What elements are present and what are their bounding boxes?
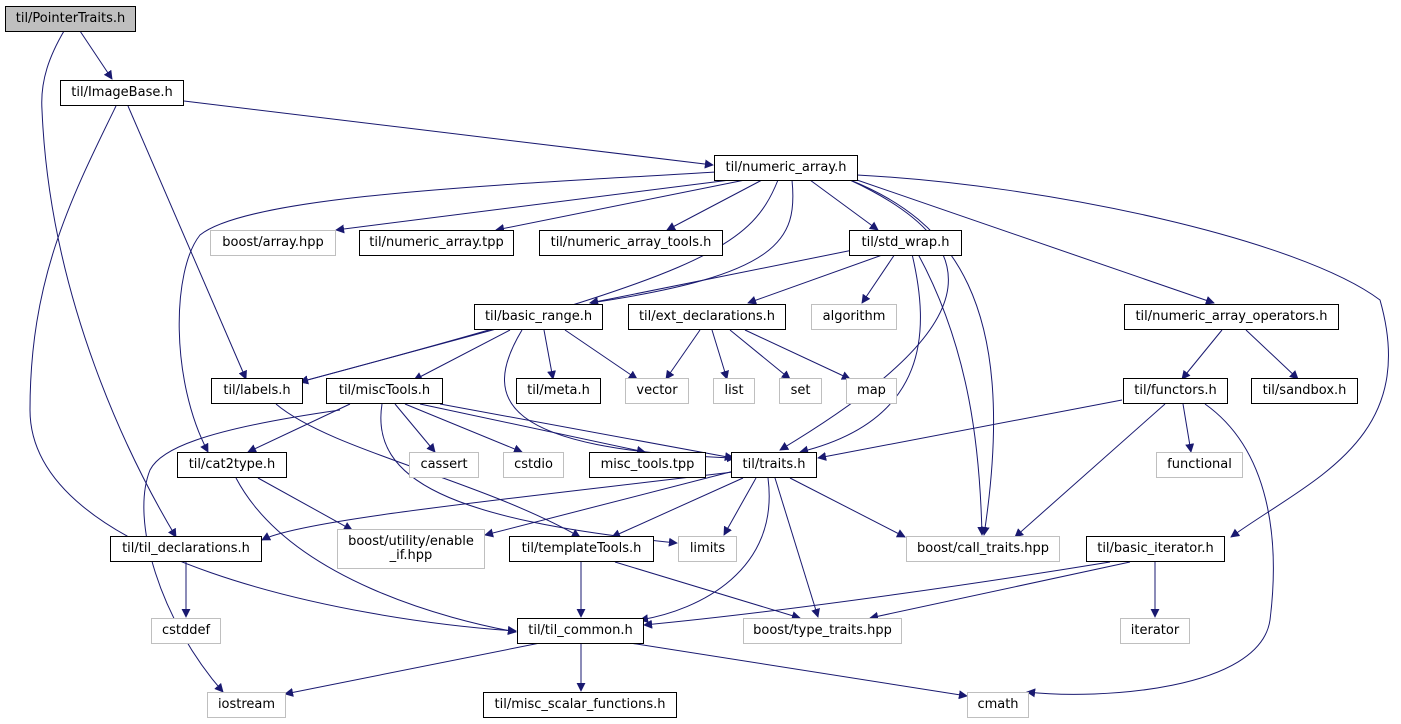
edge-functors-cmath	[1026, 403, 1274, 698]
edge-operators-functors	[1181, 329, 1223, 380]
node-til-common[interactable]: til/til_common.h	[517, 618, 644, 644]
edge-traits-enableif	[484, 469, 739, 538]
edge-extdeclarations-list	[711, 329, 729, 380]
edge-imagebase-labels	[127, 105, 247, 380]
edge-pointertraits-tildeclarations	[41, 30, 177, 538]
edge-numericarray-cat2type	[178, 171, 717, 453]
node-set: set	[779, 378, 822, 404]
edge-functors-functional	[1182, 403, 1195, 453]
node-meta[interactable]: til/meta.h	[516, 378, 601, 404]
edge-misctools-misctoolstpp	[419, 403, 646, 455]
node-map: map	[846, 378, 897, 404]
node-image-base[interactable]: til/ImageBase.h	[60, 80, 184, 106]
node-functional: functional	[1156, 452, 1243, 478]
node-call-traits: boost/call_traits.hpp	[906, 536, 1060, 562]
edge-imagebase-numericarray	[183, 100, 714, 169]
edge-misctools-cstdio	[404, 403, 523, 454]
edge-basiciterator-typetraits	[869, 561, 1131, 621]
node-cassert: cassert	[409, 452, 479, 478]
edge-operators-sandbox	[1245, 329, 1299, 380]
edge-traits-tilcommon	[639, 477, 770, 624]
node-iostream: iostream	[207, 692, 286, 718]
node-ext-declarations[interactable]: til/ext_declarations.h	[628, 304, 786, 330]
edge-basicrange-meta	[543, 329, 556, 380]
node-std-wrap[interactable]: til/std_wrap.h	[849, 230, 962, 256]
edge-traits-limits	[723, 477, 757, 536]
edge-tilcommon-iostream	[284, 642, 541, 697]
node-iterator: iterator	[1120, 618, 1190, 644]
node-list: list	[713, 378, 755, 404]
node-cat2type[interactable]: til/cat2type.h	[177, 452, 287, 478]
edge-traits-calltraits	[789, 477, 906, 538]
edge-functors-traits	[817, 399, 1123, 461]
node-misc-scalar-functions[interactable]: til/misc_scalar_functions.h	[483, 692, 677, 718]
node-cmath: cmath	[967, 692, 1029, 718]
node-limits: limits	[678, 536, 737, 562]
edge-numericarray-operators	[856, 179, 1215, 305]
edge-extdeclarations-set	[729, 329, 791, 380]
edge-traits-templatetools	[611, 477, 744, 538]
node-numeric-array-tools[interactable]: til/numeric_array_tools.h	[539, 230, 723, 256]
edge-stdwrap-extdeclarations	[747, 253, 886, 305]
node-vector: vector	[625, 378, 689, 404]
node-basic-range[interactable]: til/basic_range.h	[474, 304, 603, 330]
node-basic-iterator[interactable]: til/basic_iterator.h	[1086, 536, 1225, 562]
node-cstddef: cstddef	[151, 618, 221, 644]
edge-numericarray-boostarray	[335, 179, 731, 234]
node-pointer-traits: til/PointerTraits.h	[5, 6, 136, 32]
edge-cat2type-enableif	[257, 477, 353, 531]
node-enable-if: boost/utility/enable _if.hpp	[337, 529, 485, 569]
edge-imagebase-tilcommon	[29, 105, 517, 635]
edge-misctools-cassert	[394, 403, 436, 453]
edge-functors-calltraits	[1014, 403, 1166, 538]
edge-basicrange-vector	[564, 329, 638, 380]
node-algorithm: algorithm	[811, 304, 897, 330]
edge-numericarray-stdwrap	[809, 179, 879, 231]
edge-basiciterator-tilcommon	[643, 561, 1111, 629]
edge-stdwrap-algorithm	[861, 253, 896, 304]
edge-numericarray-basicrange	[589, 179, 794, 307]
node-numeric-array[interactable]: til/numeric_array.h	[714, 155, 858, 181]
node-misc-tools[interactable]: til/miscTools.h	[326, 378, 443, 404]
edge-misctools-traits	[439, 403, 734, 461]
edge-stdwrap-basicrange	[589, 249, 854, 306]
edge-pointertraits-imagebase	[79, 30, 113, 80]
node-til-declarations[interactable]: til/til_declarations.h	[110, 536, 262, 562]
edge-basicrange-labels	[299, 327, 501, 385]
edge-tilcommon-cmath	[629, 642, 968, 700]
node-traits[interactable]: til/traits.h	[731, 452, 817, 478]
edge-stdwrap-traits	[799, 253, 921, 455]
node-misc-tools-tpp[interactable]: misc_tools.tpp	[589, 452, 706, 478]
node-boost-array: boost/array.hpp	[210, 230, 336, 256]
edge-numericarray-calltraits	[849, 179, 995, 536]
node-template-tools[interactable]: til/templateTools.h	[509, 536, 654, 562]
edge-basicrange-misctools	[413, 329, 511, 381]
node-numeric-array-tpp[interactable]: til/numeric_array.tpp	[359, 230, 514, 256]
node-type-traits: boost/type_traits.hpp	[743, 618, 902, 644]
edge-cat2type-tilcommon	[235, 477, 517, 635]
node-sandbox[interactable]: til/sandbox.h	[1251, 378, 1358, 404]
node-cstdio: cstdio	[503, 452, 564, 478]
node-labels[interactable]: til/labels.h	[211, 378, 303, 404]
edge-misctools-cat2type	[247, 403, 351, 453]
edge-extdeclarations-map	[744, 329, 851, 380]
edge-stdwrap-calltraits	[917, 253, 987, 536]
node-functors[interactable]: til/functors.h	[1123, 378, 1228, 404]
edge-numericarray-numericarraytpp	[495, 179, 746, 233]
edge-traits-typetraits	[774, 477, 820, 618]
node-numeric-array-operators[interactable]: til/numeric_array_operators.h	[1124, 304, 1339, 330]
edge-numericarray-numericarraytools	[666, 179, 763, 231]
edge-templatetools-typetraits	[614, 561, 801, 620]
edge-numericarray-basiciterator	[856, 174, 1389, 538]
edge-traits-tildeclarations	[261, 471, 734, 541]
edge-extdeclarations-vector	[665, 329, 701, 380]
edge-numericarray-labels	[299, 179, 779, 385]
edge-misctools-limits	[380, 403, 678, 547]
